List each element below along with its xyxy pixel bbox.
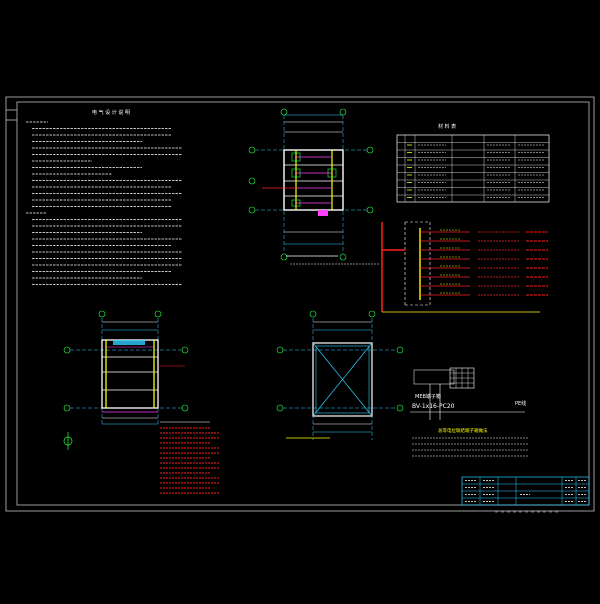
- outgoing-circuits: [420, 229, 548, 296]
- equipotential-detail: MEB端子箱 BV-1x16-PC20 PE线 总等电位联结端子箱做法: [410, 367, 528, 457]
- materials-table-grid: [397, 135, 549, 202]
- axis-bubble: [248, 177, 256, 185]
- meb-box-label: MEB端子箱: [415, 393, 441, 400]
- top-floor-plan: [248, 108, 380, 265]
- meb-box-formula: BV-1x16-PC20: [412, 403, 455, 410]
- lightning-conductor: [312, 342, 373, 417]
- axis-bubble: [63, 346, 71, 354]
- parapet-outline: [315, 345, 370, 414]
- equipment-block: [113, 340, 145, 345]
- roof-outline: [312, 342, 373, 417]
- room-outline: [283, 149, 344, 211]
- axis-bubble: [280, 108, 288, 116]
- equipotential-notes: [412, 437, 528, 457]
- materials-table-title: 材 料 表: [438, 123, 456, 130]
- axis-bubble: [248, 146, 256, 154]
- fixture-symbol: [327, 168, 337, 178]
- axis-bubble: [63, 404, 71, 412]
- axis-bubble: [366, 206, 374, 214]
- materials-table: 材 料 表: [396, 123, 550, 203]
- distribution-panel-symbol: [318, 210, 328, 216]
- axis-bubble: [396, 346, 404, 354]
- design-notes-title: 电 气 设 计 说 明: [92, 109, 130, 116]
- axis-bubble: [181, 404, 189, 412]
- axis-bubble: [339, 108, 347, 116]
- axis-bubble: [276, 346, 284, 354]
- red-notes-block: [160, 427, 220, 494]
- axis-bubble: [276, 404, 284, 412]
- axis-bubble: [98, 310, 106, 318]
- sheet-outer-border: [5, 96, 595, 512]
- axis-bubble: [366, 146, 374, 154]
- axis-bubble: [368, 310, 376, 318]
- fixture-symbol: [291, 152, 301, 162]
- axis-bubble: [248, 206, 256, 214]
- sheet-inner-border: [16, 101, 590, 506]
- axis-bubble: [396, 404, 404, 412]
- axis-bubble: [339, 253, 347, 261]
- pe-label: PE线: [515, 400, 526, 407]
- title-block-text: [465, 480, 587, 502]
- axis-bubble: [309, 310, 317, 318]
- equipotential-title: 总等电位联结端子箱做法: [438, 427, 488, 434]
- meb-box: [413, 369, 455, 385]
- fixture-symbol: [291, 199, 301, 207]
- fixture-symbol: [291, 168, 301, 178]
- design-notes-body: [26, 121, 182, 285]
- roof-lightning-plan: [276, 310, 404, 440]
- axis-bubble: [280, 253, 288, 261]
- axis-bubble: [181, 346, 189, 354]
- first-floor-plan: [63, 310, 220, 494]
- materials-table-frame: [396, 134, 550, 203]
- axis-bubble: [154, 310, 162, 318]
- distribution-system-diagram: [381, 221, 548, 313]
- title-block: [461, 476, 590, 513]
